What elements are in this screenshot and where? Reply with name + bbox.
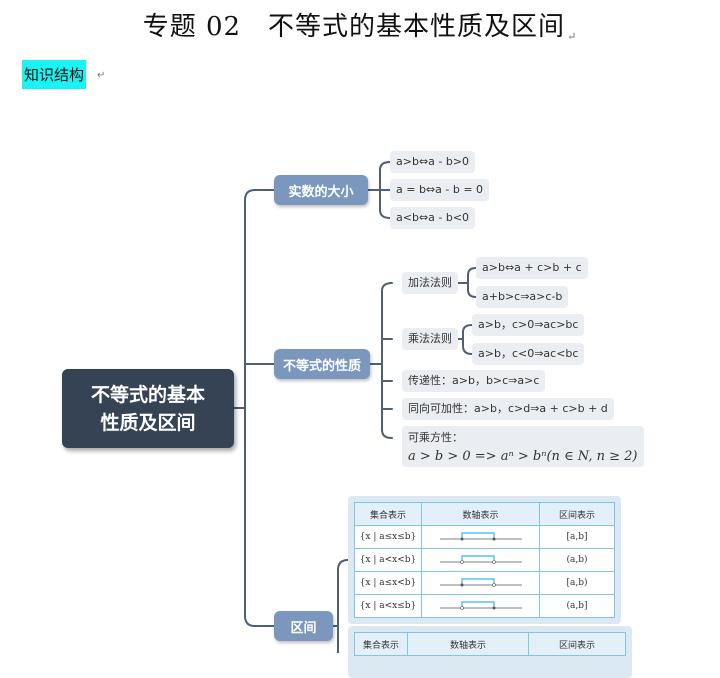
transitivity-property: 传递性：a>b，b>c⇒a>c <box>402 370 546 392</box>
leaf-equal: a = b⇔a - b = 0 <box>390 179 490 201</box>
interval-table-2-box: 集合表示 数轴表示 区间表示 <box>348 626 632 678</box>
root-line-2: 性质及区间 <box>100 411 196 434</box>
mindmap-connectors <box>233 161 477 653</box>
interval-notation: [a,b] <box>539 525 615 549</box>
set-notation: {x | a<x≤b} <box>354 594 422 618</box>
interval-table-1: 集合表示 数轴表示 区间表示 {x | a≤x≤b} [a,b] {x | a<… <box>354 502 615 618</box>
paragraph-mark: ↵ <box>97 70 106 81</box>
interval-table-2: 集合表示 数轴表示 区间表示 <box>354 632 626 656</box>
branch-inequality-properties: 不等式的性质 <box>274 349 370 379</box>
interval-table-1-box: 集合表示 数轴表示 区间表示 {x | a≤x≤b} [a,b] {x | a<… <box>348 496 621 624</box>
root-line-1: 不等式的基本 <box>90 383 205 406</box>
paragraph-mark: ↵ <box>567 30 578 43</box>
branch-real-number-size: 实数的大小 <box>274 175 368 205</box>
table-row: {x | a<x<b} (a,b) <box>354 548 615 572</box>
interval-notation: [a,b) <box>539 571 615 595</box>
number-line-cell <box>421 525 540 549</box>
power-property-label: 可乘方性： <box>408 431 463 444</box>
number-line-cell <box>421 571 540 595</box>
title-text: 专题 02 不等式的基本性质及区间 <box>142 12 566 42</box>
table-header: 区间表示 <box>528 632 626 656</box>
number-line-cell <box>421 594 540 618</box>
table-row: {x | a≤x≤b} [a,b] <box>354 525 615 549</box>
page-title: 专题 02 不等式的基本性质及区间↵ <box>0 6 720 43</box>
number-line-half-open-right <box>439 578 522 587</box>
table-header: 数轴表示 <box>421 502 540 526</box>
addition-rule-item: a>b⇔a + c>b + c <box>476 257 588 279</box>
multiplication-rule-label: 乘法法则 <box>402 328 458 350</box>
table-header: 集合表示 <box>354 502 422 526</box>
multiplication-rule-item: a>b，c>0⇒ac>bc <box>472 314 585 336</box>
addition-rule-item: a+b>c⇒a>c-b <box>476 286 569 308</box>
mindmap-root: 不等式的基本 性质及区间 <box>62 369 234 448</box>
number-line-closed <box>439 532 522 541</box>
set-notation: {x | a≤x<b} <box>354 571 422 595</box>
number-line-open <box>439 555 522 564</box>
interval-notation: (a,b] <box>539 594 615 618</box>
interval-notation: (a,b) <box>539 548 615 572</box>
set-notation: {x | a<x<b} <box>354 548 422 572</box>
number-line-cell <box>421 548 540 572</box>
branch-interval: 区间 <box>274 611 333 641</box>
number-line-half-open-left <box>439 601 522 610</box>
table-header-row: 集合表示 数轴表示 区间表示 <box>354 502 615 526</box>
section-label: 知识结构 <box>22 60 87 89</box>
power-property-formula: a > b > 0 => aⁿ > bⁿ(n ∈ N, n ≥ 2) <box>408 449 638 464</box>
leaf-less: a<b⇔a - b<0 <box>390 207 476 229</box>
leaf-greater: a>b⇔a - b>0 <box>390 151 476 173</box>
multiplication-rule-item: a>b，c<0⇒ac<bc <box>472 343 585 365</box>
table-row: {x | a<x≤b} (a,b] <box>354 594 615 618</box>
table-header: 区间表示 <box>539 502 615 526</box>
table-header: 数轴表示 <box>407 632 529 656</box>
power-property: 可乘方性： a > b > 0 => aⁿ > bⁿ(n ∈ N, n ≥ 2) <box>402 426 644 467</box>
table-row: {x | a≤x<b} [a,b) <box>354 571 615 595</box>
addition-rule-label: 加法法则 <box>402 272 458 294</box>
set-notation: {x | a≤x≤b} <box>354 525 422 549</box>
table-header-row: 集合表示 数轴表示 区间表示 <box>354 632 626 656</box>
same-direction-addition-property: 同向可加性：a>b，c>d⇒a + c>b + d <box>402 398 614 420</box>
table-header: 集合表示 <box>354 632 408 656</box>
